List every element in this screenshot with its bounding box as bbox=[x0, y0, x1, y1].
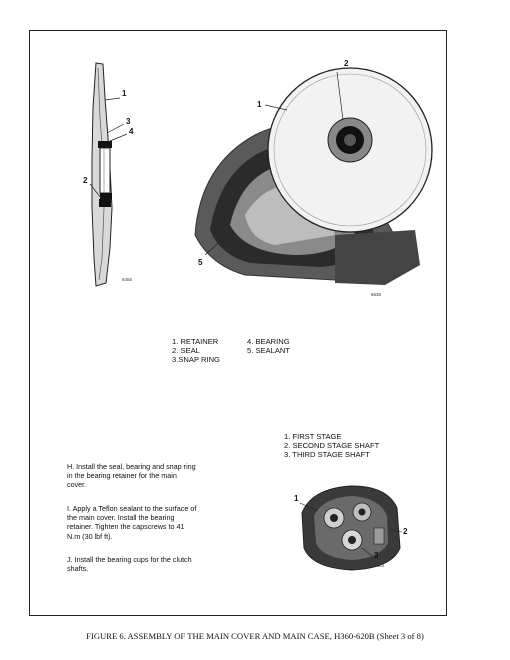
legend-item: 4. BEARING bbox=[247, 337, 290, 346]
callout-3: 3 bbox=[374, 551, 379, 560]
main-cover-photo-svg bbox=[194, 67, 433, 285]
instruction-line: the main cover. Install the bearing bbox=[67, 513, 175, 523]
retainer-section-svg bbox=[89, 62, 128, 287]
instruction-h: H. Install the seal, bearing and snap ri… bbox=[67, 462, 196, 490]
figure-number: 6456 bbox=[122, 277, 133, 282]
callout-1: 1 bbox=[122, 89, 127, 98]
instruction-line: cover. bbox=[67, 480, 87, 490]
callout-1: 1 bbox=[257, 100, 262, 109]
legend-item: 1. FIRST STAGE bbox=[284, 432, 342, 441]
retainer-section-drawing: 1 3 4 2 6456 bbox=[70, 58, 160, 293]
page-frame bbox=[29, 30, 447, 616]
legend-item: 2. SEAL bbox=[172, 346, 200, 356]
parts-legend-col1: 1. RETAINER 2. SEAL 3.SNAP RING bbox=[172, 337, 220, 365]
instruction-line: shafts. bbox=[67, 564, 89, 574]
legend-item: 2. SECOND STAGE SHAFT bbox=[284, 441, 380, 451]
instruction-line: in the bearing retainer for the main bbox=[67, 471, 177, 481]
instruction-j: J. Install the bearing cups for the clut… bbox=[67, 555, 192, 573]
parts-legend-col2: 4. BEARING 5. SEALANT bbox=[247, 337, 290, 355]
instruction-line: J. Install the bearing cups for the clut… bbox=[67, 555, 192, 564]
main-case-photo-svg bbox=[299, 485, 403, 571]
instruction-line: retainer. Tighten the capscrews to 41 bbox=[67, 522, 185, 532]
figure-number: 6636 bbox=[371, 292, 382, 297]
instruction-line: H. Install the seal, bearing and snap ri… bbox=[67, 462, 196, 471]
callout-2: 2 bbox=[344, 59, 349, 68]
main-case-photo: 1 2 3 6663 bbox=[292, 478, 412, 574]
callout-2: 2 bbox=[403, 527, 408, 536]
instruction-line: N.m (30 lbf ft). bbox=[67, 531, 113, 541]
figure-number: 6663 bbox=[374, 563, 385, 568]
callout-3: 3 bbox=[126, 117, 131, 126]
figure-caption: FIGURE 6. ASSEMBLY OF THE MAIN COVER AND… bbox=[86, 631, 424, 641]
instruction-line: I. Apply a Teflon sealant to the surface… bbox=[67, 504, 197, 513]
callout-5: 5 bbox=[198, 258, 203, 267]
legend-item: 3. THIRD STAGE SHAFT bbox=[284, 450, 370, 460]
legend-item: 3.SNAP RING bbox=[172, 355, 220, 365]
legend-item: 1. RETAINER bbox=[172, 337, 219, 346]
legend-item: 5. SEALANT bbox=[247, 346, 291, 356]
main-cover-photo: 2 1 5 6636 bbox=[185, 55, 435, 305]
callout-2: 2 bbox=[83, 176, 88, 185]
instruction-i: I. Apply a Teflon sealant to the surface… bbox=[67, 504, 196, 541]
shafts-legend: 1. FIRST STAGE 2. SECOND STAGE SHAFT 3. … bbox=[284, 432, 379, 460]
callout-1: 1 bbox=[294, 494, 299, 503]
callout-4: 4 bbox=[129, 127, 134, 136]
